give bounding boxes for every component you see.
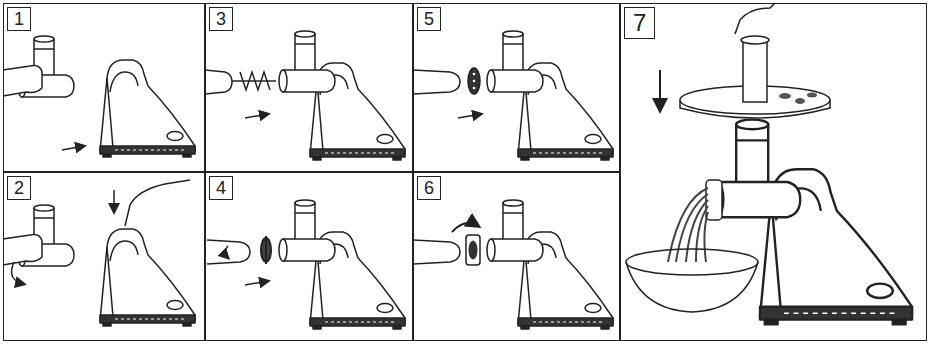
grinding-plate (468, 68, 480, 94)
auger-shaft (232, 80, 276, 82)
hand (3, 235, 42, 265)
panel-4-art (207, 200, 405, 329)
rotation-arrow (12, 262, 24, 284)
step-panel: 7 (620, 3, 927, 341)
step-number: 2 (7, 176, 31, 200)
step-panel: 5 (413, 3, 620, 172)
meat-piece (779, 93, 791, 99)
meat-piece (807, 93, 817, 98)
panel-6-art (413, 200, 613, 329)
hole (473, 87, 476, 90)
hand (207, 240, 250, 264)
blade-edge (265, 236, 267, 264)
locking-ring (466, 235, 480, 265)
panel-3-art (205, 31, 405, 160)
grinder-head (279, 31, 335, 92)
grinder-head (279, 200, 335, 261)
screw-arrow (452, 223, 478, 232)
auger-spiral (240, 72, 270, 90)
push-arrow (659, 70, 661, 110)
direction-arrow (245, 114, 268, 118)
step-number: 3 (209, 7, 233, 31)
pushing-hand (735, 3, 775, 34)
bowl-rim (626, 249, 758, 275)
grinder-body (100, 60, 195, 157)
cutting-blade (261, 236, 271, 264)
grinder-head (487, 31, 543, 92)
grinder-head (711, 120, 801, 218)
minced-strands (668, 188, 708, 262)
panel-5-art (413, 31, 613, 160)
pusher (743, 40, 767, 102)
strand (704, 212, 708, 262)
direction-arrow (62, 146, 84, 150)
pusher-top (741, 36, 769, 44)
step-number: 4 (209, 176, 233, 200)
step-panel: 2 (3, 172, 205, 341)
grinder-head (487, 200, 543, 261)
step-panel: 4 (205, 172, 413, 341)
hand (413, 240, 460, 264)
pressing-hand (125, 180, 190, 226)
meat-pieces (779, 93, 817, 105)
press-arrow (113, 190, 115, 212)
ring-opening (469, 241, 477, 259)
strand (686, 200, 708, 262)
panel-1-art (3, 36, 195, 157)
bowl (626, 262, 758, 312)
panel-2-art (3, 180, 195, 326)
strand (668, 188, 708, 262)
step-number: 5 (417, 7, 441, 31)
strand (676, 194, 708, 262)
strand (696, 206, 708, 262)
step-panel: 1 (3, 3, 205, 172)
plate-holes (473, 73, 476, 90)
direction-arrow (245, 281, 268, 285)
step-number: 7 (624, 7, 655, 39)
step-panel: 6 (413, 172, 620, 341)
hand (3, 66, 42, 96)
hole (473, 80, 476, 83)
step-number: 1 (7, 7, 31, 31)
direction-arrow (458, 114, 481, 118)
meat-piece (795, 98, 805, 104)
step-panel: 3 (205, 3, 413, 172)
grinder-body (100, 229, 195, 326)
hand (205, 70, 232, 94)
hole (473, 73, 476, 76)
rotation-arrow (225, 246, 228, 258)
step-number: 6 (417, 176, 441, 200)
hand (413, 70, 460, 94)
panel-7-art (626, 3, 912, 324)
